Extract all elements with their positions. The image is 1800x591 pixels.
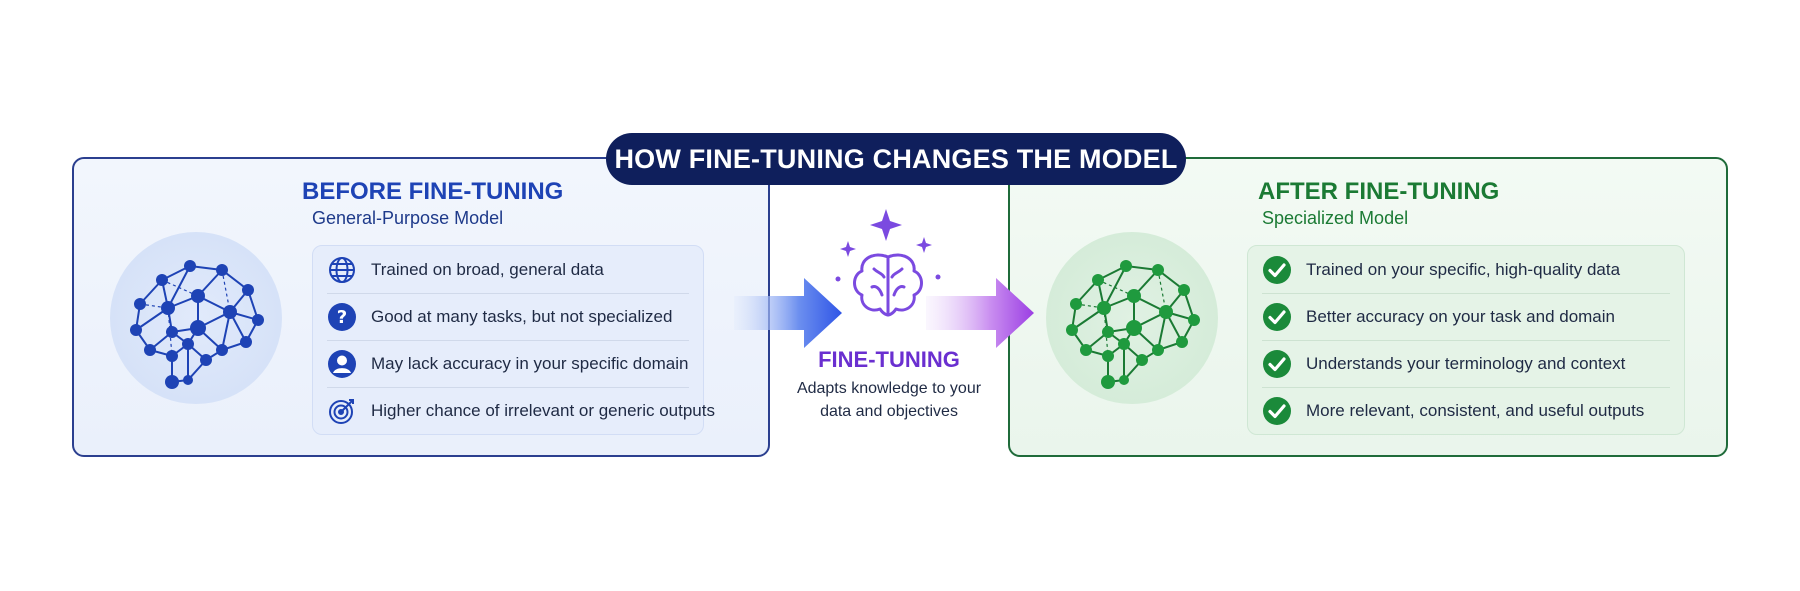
before-list: Trained on broad, general data ? Good at… bbox=[312, 245, 715, 435]
purple-arrow-icon bbox=[926, 278, 1034, 348]
center-description: Adapts knowledge to your data and object… bbox=[796, 380, 982, 420]
sparkle-brain-icon bbox=[835, 209, 941, 317]
before-subtitle: General-Purpose Model bbox=[312, 208, 504, 228]
list-item: May lack accuracy in your specific domai… bbox=[327, 340, 689, 387]
page-title: HOW FINE-TUNING CHANGES THE MODEL bbox=[606, 133, 1186, 185]
after-subtitle: Specialized Model bbox=[1262, 208, 1409, 228]
check-icon bbox=[1262, 396, 1292, 426]
before-title: BEFORE FINE-TUNING bbox=[302, 178, 564, 205]
list-item-text: Trained on your specific, high-quality d… bbox=[1306, 259, 1621, 279]
after-list: Trained on your specific, high-quality d… bbox=[1247, 245, 1685, 435]
center-label: FINE-TUNING bbox=[818, 347, 960, 372]
blue-brain-network-icon bbox=[130, 260, 264, 389]
check-icon bbox=[1262, 255, 1292, 285]
list-item-text: Trained on broad, general data bbox=[371, 259, 604, 279]
green-brain-network-icon bbox=[1066, 260, 1200, 389]
after-title: AFTER FINE-TUNING bbox=[1258, 178, 1500, 205]
list-item-text: Higher chance of irrelevant or generic o… bbox=[371, 401, 715, 420]
list-item: Better accuracy on your task and domain bbox=[1262, 293, 1670, 340]
globe-icon bbox=[327, 255, 357, 285]
question-icon: ? bbox=[327, 302, 357, 332]
list-item: Understands your terminology and context bbox=[1262, 340, 1670, 387]
check-icon bbox=[1262, 302, 1292, 332]
list-item: ? Good at many tasks, but not specialize… bbox=[327, 293, 689, 340]
list-item-text: More relevant, consistent, and useful ou… bbox=[1306, 401, 1645, 420]
list-item-text: Understands your terminology and context bbox=[1306, 354, 1626, 373]
user-icon bbox=[327, 349, 357, 379]
blue-arrow-icon bbox=[734, 278, 842, 348]
svg-text:?: ? bbox=[337, 307, 347, 328]
check-icon bbox=[1262, 349, 1292, 379]
list-item: More relevant, consistent, and useful ou… bbox=[1262, 387, 1670, 434]
list-item: Higher chance of irrelevant or generic o… bbox=[327, 387, 715, 434]
list-item-text: Good at many tasks, but not specialized bbox=[371, 307, 673, 326]
list-item: Trained on your specific, high-quality d… bbox=[1262, 246, 1670, 293]
list-item-text: May lack accuracy in your specific domai… bbox=[371, 354, 689, 373]
list-item-text: Better accuracy on your task and domain bbox=[1306, 307, 1615, 326]
list-item: Trained on broad, general data bbox=[327, 246, 689, 293]
target-icon bbox=[327, 396, 357, 426]
